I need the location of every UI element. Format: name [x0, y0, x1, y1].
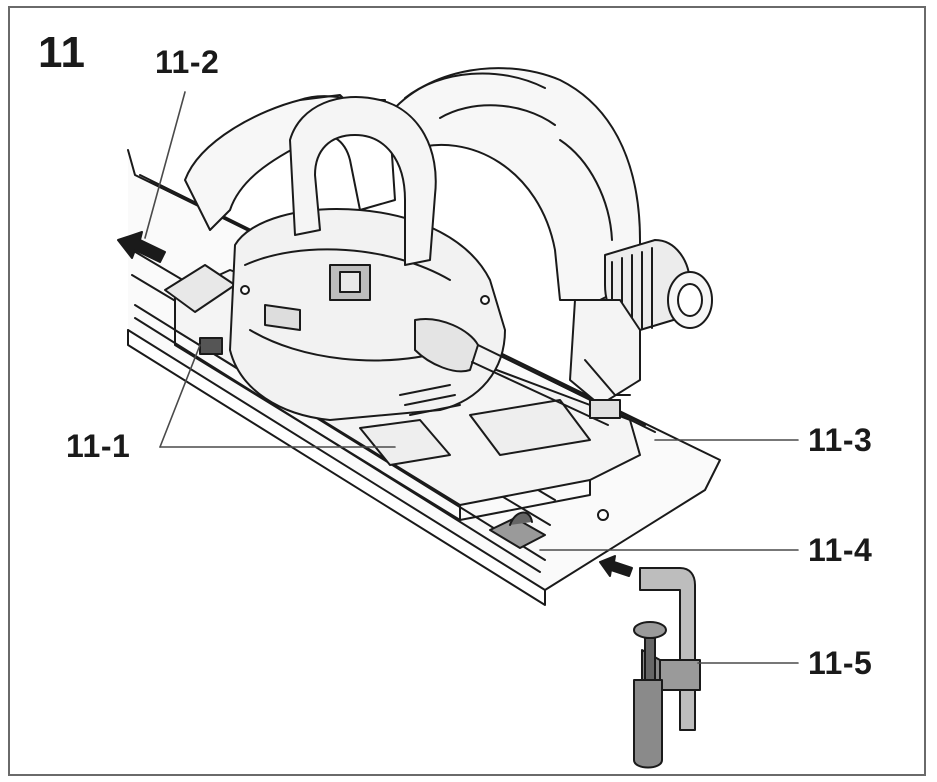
motor-housing: [229, 208, 506, 421]
callout-11-1: 11-1: [66, 428, 131, 464]
leader-11-2: [144, 91, 186, 239]
front-guard: [569, 299, 641, 419]
callout-11-2: 11-2: [155, 44, 220, 80]
callout-11-3: 11-3: [808, 422, 873, 458]
main-handle: [289, 95, 437, 266]
figure-number: 11: [38, 28, 86, 77]
blade-guard: [384, 67, 641, 301]
screw-clamp: [489, 511, 701, 769]
leader-11-1-a: [159, 344, 201, 448]
leader-lines: [144, 91, 799, 664]
callout-11-5: 11-5: [808, 645, 873, 681]
dust-port: [604, 239, 713, 331]
insert-arrow: [599, 555, 633, 577]
callout-11-4: 11-4: [808, 532, 873, 568]
direction-arrow: [117, 231, 166, 263]
